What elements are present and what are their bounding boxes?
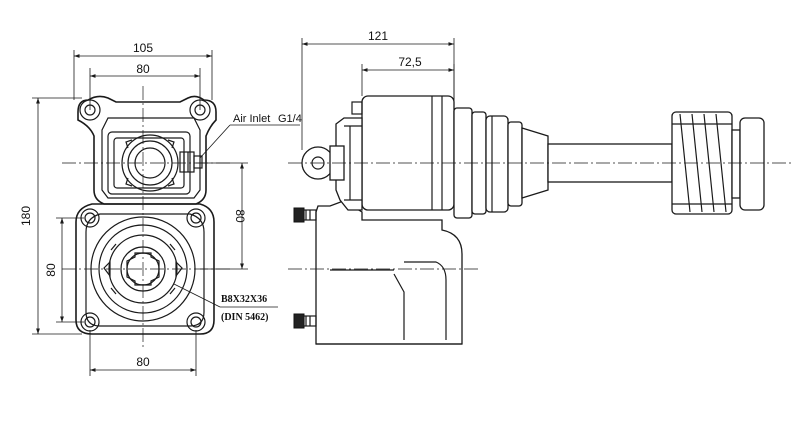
air-inlet-callout: Air Inlet G1/4 bbox=[199, 113, 302, 159]
front-upper-plate bbox=[101, 117, 201, 199]
front-flange-bolt-top-right bbox=[186, 208, 206, 228]
front-flange-bolt-bottom-right bbox=[186, 312, 206, 332]
front-lower-housing bbox=[75, 203, 215, 335]
side-flange-ring-4 bbox=[507, 121, 523, 207]
dim-side-72-5-label: 72,5 bbox=[398, 55, 422, 69]
dim-front-180-label: 180 bbox=[19, 206, 33, 226]
dim-front-80-top: 80 bbox=[89, 62, 201, 110]
side-flange-ring-3 bbox=[485, 115, 509, 213]
front-view: 105 80 180 80 80 bbox=[19, 41, 302, 376]
side-lower-body-inner bbox=[404, 261, 447, 340]
side-view: 121 72,5 bbox=[288, 29, 792, 345]
front-upper-housing bbox=[77, 95, 217, 205]
air-inlet-thread-label: G1/4 bbox=[278, 113, 302, 125]
front-upper-boss bbox=[121, 134, 179, 192]
side-valve-body bbox=[335, 117, 363, 211]
front-spline-teeth bbox=[126, 252, 160, 286]
spline-spec-label: B8X32X36 bbox=[221, 294, 267, 305]
side-lower-chamfer bbox=[330, 269, 405, 340]
side-end-cap-1 bbox=[731, 129, 741, 199]
spline-standard-label: (DIN 5462) bbox=[221, 312, 269, 323]
side-lower-body bbox=[315, 199, 463, 345]
dim-front-80-left-label: 80 bbox=[44, 263, 58, 277]
side-upper-block bbox=[361, 95, 455, 211]
dim-front-80-top-label: 80 bbox=[136, 62, 150, 76]
dim-front-105: 105 bbox=[73, 41, 213, 100]
dim-front-105-label: 105 bbox=[133, 41, 153, 55]
dim-front-80-bottom-label: 80 bbox=[136, 355, 150, 369]
dim-front-180: 180 bbox=[19, 97, 82, 335]
dim-front-80-right: 80 bbox=[196, 162, 248, 270]
dim-front-80-left: 80 bbox=[44, 217, 84, 323]
dim-front-80-bottom: 80 bbox=[89, 330, 197, 376]
dim-side-121-label: 121 bbox=[368, 29, 388, 43]
dim-side-121: 121 bbox=[301, 29, 455, 150]
front-lower-flange-inner bbox=[85, 213, 205, 327]
dim-front-80-right-label: 80 bbox=[233, 209, 247, 223]
side-stud-upper bbox=[293, 207, 317, 223]
spline-callout: B8X32X36 (DIN 5462) bbox=[173, 283, 278, 323]
air-inlet-label: Air Inlet bbox=[233, 113, 270, 125]
dim-side-72-5: 72,5 bbox=[361, 55, 455, 108]
side-stud-lower bbox=[293, 313, 317, 329]
front-air-inlet-fitting bbox=[179, 151, 203, 173]
side-end-cap-2 bbox=[739, 117, 765, 211]
side-top-fitting bbox=[351, 101, 363, 115]
